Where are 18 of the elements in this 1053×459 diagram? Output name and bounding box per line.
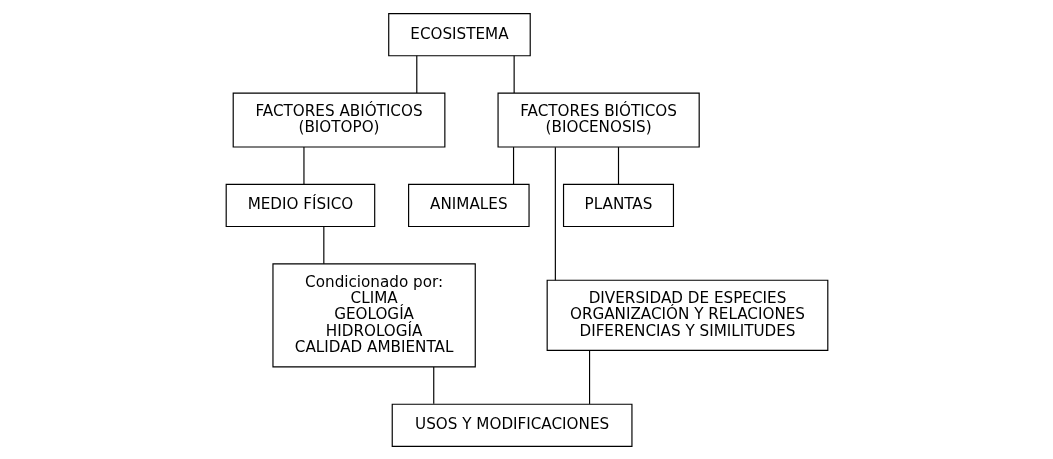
node-box: FACTORES ABIÓTICOS (BIOTOPO): [232, 92, 445, 148]
connector: [432, 366, 434, 404]
connector: [588, 349, 590, 405]
node-box: Condicionado por: CLIMA GEOLOGÍA HIDROLOGÍA CALIDAD AMBIENTAL: [271, 262, 476, 367]
connector: [415, 54, 417, 94]
connector: [513, 54, 515, 94]
node-box: MEDIO FÍSICO: [225, 183, 375, 227]
connector: [554, 146, 556, 281]
node-box: FACTORES BIÓTICOS (BIOCENOSIS): [496, 92, 700, 148]
node-box: ECOSISTEMA: [387, 12, 531, 56]
node-box: ANIMALES: [407, 183, 530, 227]
connector: [302, 146, 305, 185]
connector: [322, 225, 324, 264]
node-box: USOS Y MODIFICACIONES: [391, 403, 633, 447]
connector: [617, 146, 619, 185]
connector: [512, 146, 514, 185]
node-box: PLANTAS: [562, 183, 674, 227]
node-box: DIVERSIDAD DE ESPECIES ORGANIZACIÓN Y RELACIONES DIFERENCIAS Y SIMILITUDES: [546, 279, 828, 351]
